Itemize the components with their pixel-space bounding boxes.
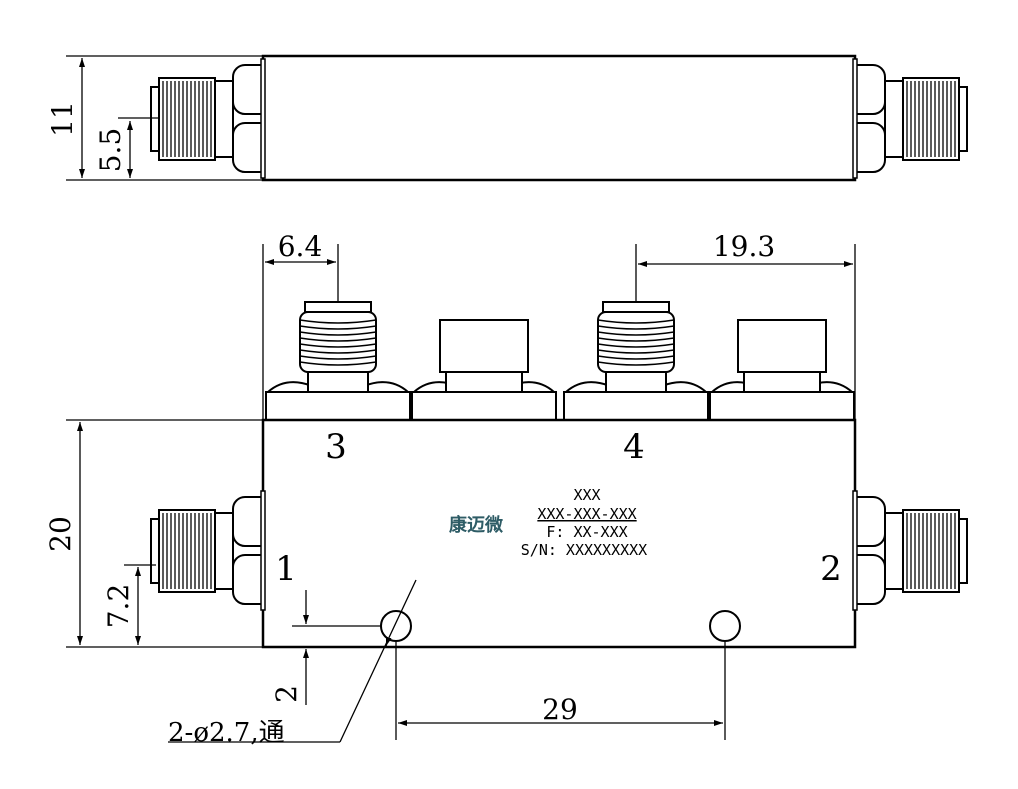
dim-body-height-text: 20 <box>44 516 77 552</box>
label-line-1: XXX <box>573 486 600 504</box>
port-2-label: 2 <box>820 549 842 589</box>
dim-port3-offset <box>262 244 339 420</box>
dim-hole-offset <box>292 590 382 705</box>
port4-load <box>709 319 855 421</box>
dim-top-center-text: 5.5 <box>94 128 127 173</box>
port1-connector <box>150 490 266 611</box>
dim-top-height <box>66 55 263 181</box>
front-view: 1 2 3 4 康迈微 XXX XXX-XXX-XXX F: XX-XXX S/… <box>44 230 968 748</box>
dim-hole-offset-text: 2 <box>270 685 303 703</box>
dim-hole-spacing-text: 29 <box>542 693 578 726</box>
top-view-left-connector <box>150 58 266 179</box>
port3-load <box>411 319 557 421</box>
hole-callout-leader <box>168 579 417 743</box>
dim-top-height-text: 11 <box>46 101 79 137</box>
port3-connector <box>265 301 411 421</box>
port2-connector <box>852 490 968 611</box>
brand-logo: 康迈微 <box>449 514 503 536</box>
front-view-body <box>261 418 857 649</box>
port4-connector <box>563 301 709 421</box>
hole-callout-text: 2-ø2.7,通 <box>168 718 285 748</box>
dim-port3-offset-text: 6.4 <box>278 230 323 263</box>
mounting-hole-left <box>380 610 412 642</box>
dim-port1-height-text: 7.2 <box>102 584 135 629</box>
port-3-label: 3 <box>325 427 347 467</box>
label-line-2: XXX-XXX-XXX <box>537 505 636 523</box>
dim-port4-offset <box>635 244 856 420</box>
dim-port1-height <box>124 564 156 645</box>
mounting-hole-right <box>709 610 741 642</box>
top-view-body <box>261 54 857 182</box>
label-line-3: F: XX-XXX <box>546 523 627 541</box>
port-4-label: 4 <box>623 427 645 467</box>
dim-hole-spacing <box>395 642 726 740</box>
port-1-label: 1 <box>275 549 297 589</box>
dim-body-height <box>66 419 263 648</box>
top-view-right-connector <box>852 58 968 179</box>
top-view: 11 5.5 <box>46 54 968 182</box>
label-line-4: S/N: XXXXXXXXX <box>521 541 647 559</box>
dim-port4-offset-text: 19.3 <box>713 230 775 263</box>
